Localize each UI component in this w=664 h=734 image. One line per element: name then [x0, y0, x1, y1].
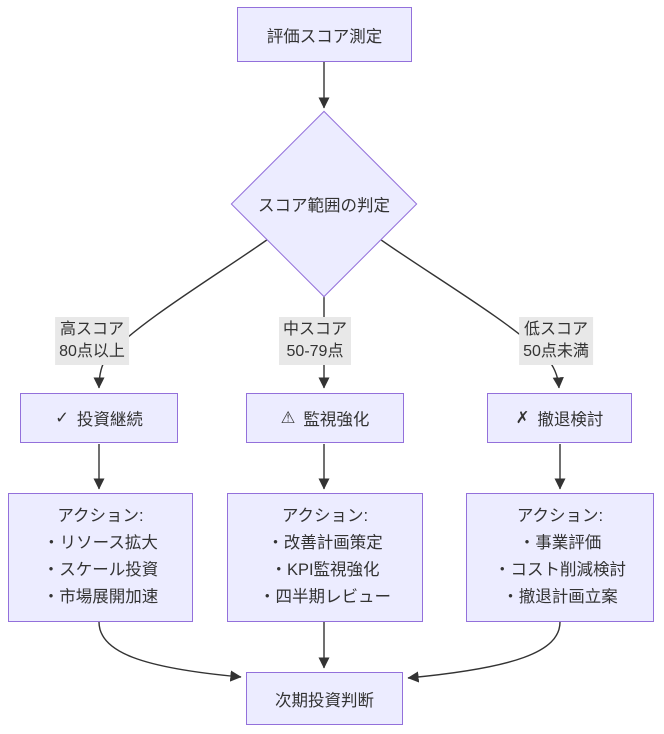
node-action-low-item: ・撤退計画立案	[502, 588, 618, 606]
edge-decision-to-withdraw	[376, 236, 564, 389]
edge-label-low-score-line2: 50点未満	[523, 343, 589, 360]
node-action-high-item: ・リソース拡大	[43, 534, 158, 552]
node-action-low: アクション: ・事業評価 ・コスト削減検討 ・撤退計画立案	[466, 493, 654, 622]
node-score-range-decision-label: スコア範囲の判定	[258, 197, 390, 215]
edge-label-high-score: 高スコア 80点以上	[55, 317, 129, 365]
edge-label-low-score: 低スコア 50点未満	[519, 317, 593, 365]
node-action-high-item: ・市場展開加速	[42, 588, 159, 606]
node-strengthen-monitoring-label: 監視強化	[303, 411, 370, 429]
node-action-mid: アクション: ・改善計画策定 ・KPI監視強化 ・四半期レビュー	[227, 493, 423, 622]
node-continue-investment-label: 投資継続	[76, 411, 143, 429]
node-score-measurement-label: 評価スコア測定	[266, 27, 383, 46]
node-score-measurement: 評価スコア測定	[237, 7, 412, 62]
edge-action-high-to-final	[98, 621, 242, 682]
check-icon: ✓	[55, 409, 69, 427]
node-action-mid-item: ・KPI監視強化	[270, 561, 380, 579]
node-action-high-heading: アクション:	[57, 507, 144, 525]
node-consider-withdrawal-label: 撤退検討	[537, 411, 604, 429]
edge-label-mid-score: 中スコア 50-79点	[278, 317, 352, 365]
edge-label-high-score-line1: 高スコア	[59, 321, 124, 338]
edge-label-mid-score-line1: 中スコア	[282, 321, 348, 338]
cross-icon: ✗	[515, 409, 530, 427]
edge-label-low-score-line1: 低スコア	[523, 321, 588, 338]
node-next-investment-decision-label: 次期投資判断	[275, 691, 374, 710]
edge-action-low-to-final	[407, 621, 561, 683]
node-strengthen-monitoring: ⚠ 監視強化	[246, 393, 404, 443]
warning-icon: ⚠	[280, 409, 296, 427]
edge-decision-to-invest	[93, 236, 272, 389]
node-action-mid-item: ・四半期レビュー	[259, 588, 391, 606]
edge-label-mid-score-line2: 50-79点	[286, 343, 344, 360]
node-continue-investment: ✓ 投資継続	[20, 393, 178, 443]
node-next-investment-decision: 次期投資判断	[246, 672, 403, 725]
node-consider-withdrawal: ✗ 撤退検討	[487, 393, 632, 443]
node-action-high-item: ・スケール投資	[42, 561, 159, 579]
node-action-mid-item: ・改善計画策定	[267, 534, 383, 552]
node-action-low-heading: アクション:	[516, 507, 604, 525]
edge-label-high-score-line2: 80点以上	[59, 343, 125, 360]
node-action-low-item: ・コスト削減検討	[494, 561, 626, 579]
node-action-low-item: ・事業評価	[518, 534, 602, 552]
node-action-mid-heading: アクション:	[281, 507, 369, 525]
node-action-high: アクション: ・リソース拡大 ・スケール投資 ・市場展開加速	[8, 493, 193, 622]
